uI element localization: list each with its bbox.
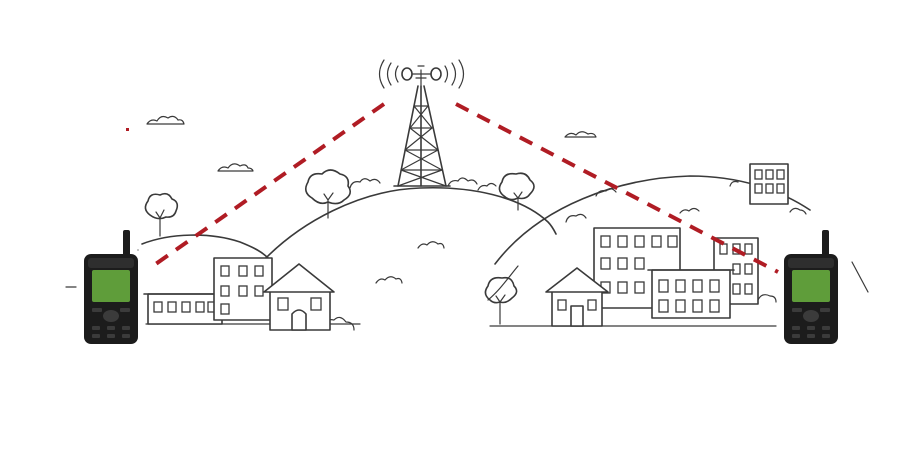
radio-screen-left: [92, 270, 130, 302]
two-way-radio-right: [784, 230, 838, 344]
two-way-radio-left: [84, 230, 138, 344]
tree: [304, 169, 352, 219]
cloud: [146, 115, 185, 125]
cloud: [217, 163, 254, 172]
bushes-top-left: [349, 177, 807, 223]
signal-waves-right: [444, 59, 465, 89]
signal-waves-left: [378, 59, 399, 89]
apartment-building: [213, 257, 273, 321]
house-right: [545, 267, 609, 327]
tree: [498, 172, 535, 211]
tree: [144, 192, 179, 237]
signal-dot: [126, 128, 129, 131]
right-hill-base: [487, 265, 519, 301]
cloud: [679, 207, 700, 214]
tree: [484, 276, 518, 325]
tall-building-right: [749, 163, 789, 205]
house-left: [263, 263, 335, 331]
cloud: [375, 276, 403, 284]
central-hill: [261, 186, 557, 263]
long-low-building: [143, 293, 227, 325]
left-hill: [141, 234, 269, 259]
cloud: [417, 241, 445, 249]
ground-line: [851, 261, 869, 293]
cloud: [564, 131, 597, 138]
wide-building: [647, 269, 735, 319]
radio-screen-right: [792, 270, 830, 302]
signal-path-right: [455, 102, 779, 274]
transmission-tower: [378, 59, 465, 187]
